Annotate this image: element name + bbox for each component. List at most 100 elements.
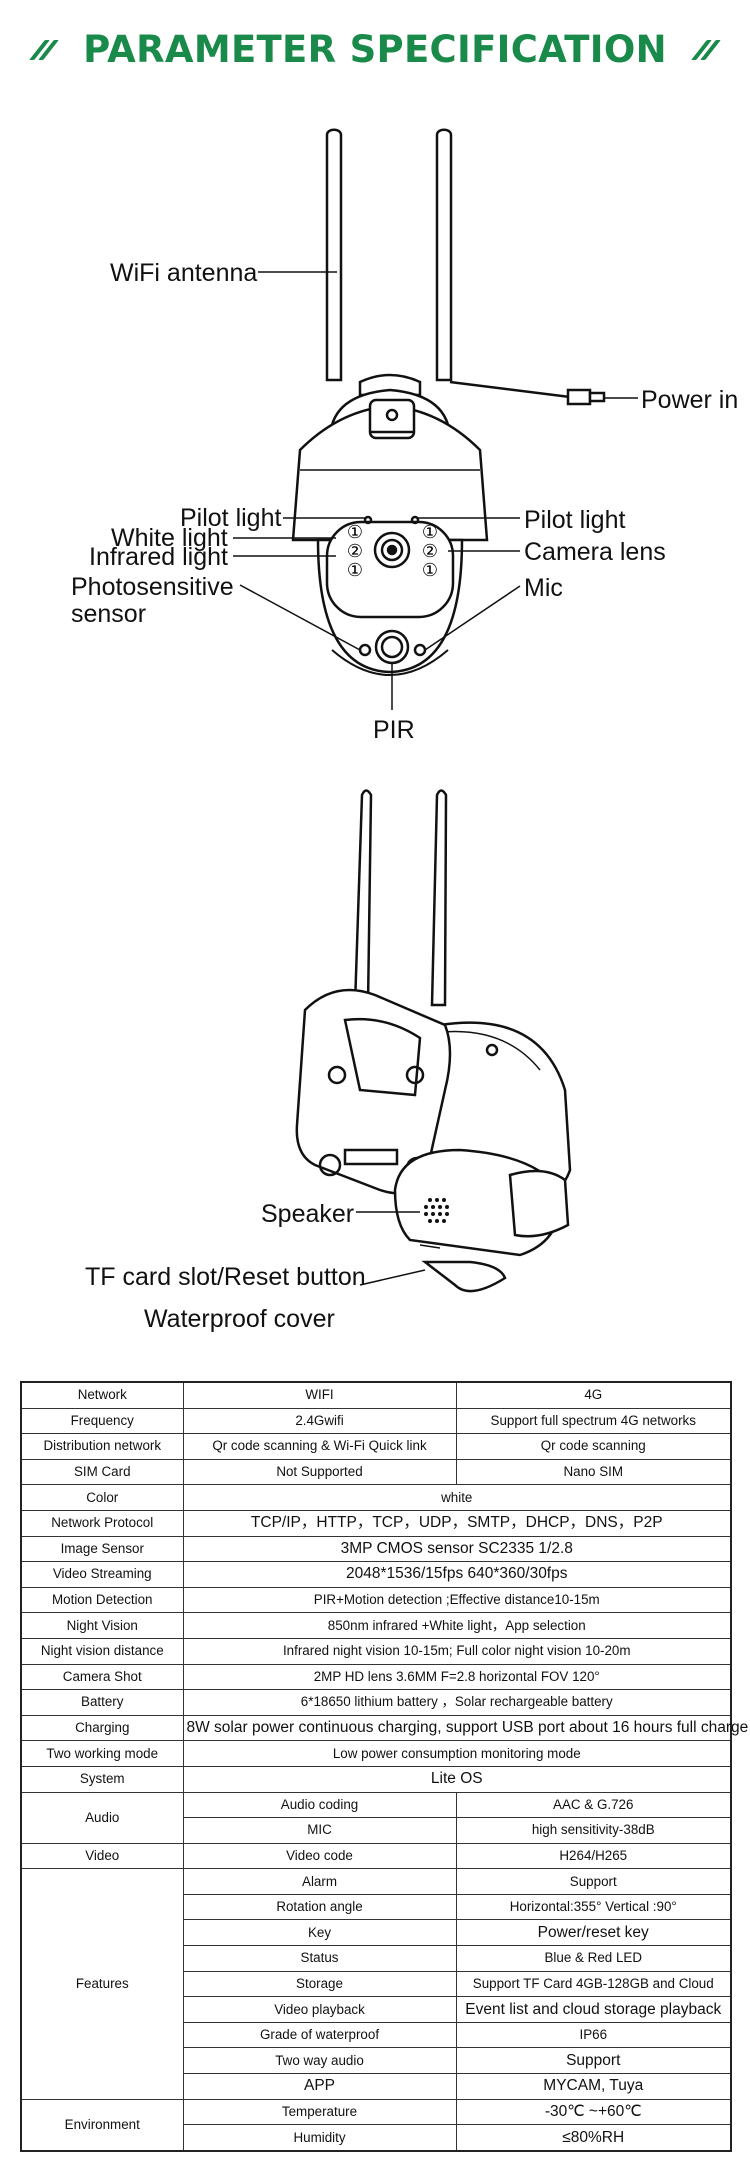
label-wifi-antenna: WiFi antenna (110, 259, 257, 287)
row-label: System (20, 1765, 184, 1793)
sub-row-name: Humidity (182, 2124, 457, 2152)
row-value-wifi: 2.4Gwifi (182, 1407, 457, 1435)
row-value: 2048*1536/15fps 640*360/30fps (182, 1561, 732, 1588)
row-label: Distribution network (20, 1433, 184, 1460)
marker-two-left: ② (347, 541, 363, 561)
row-label: Night vision distance (20, 1637, 184, 1665)
sub-row-value: Event list and cloud storage playback (455, 1996, 732, 2023)
sub-row-name: Alarm (182, 1868, 457, 1895)
double-slash-icon (691, 38, 721, 60)
row-value: 2MP HD lens 3.6MM F=2.8 horizontal FOV 1… (182, 1663, 732, 1691)
row-value-4g: Qr code scanning (455, 1433, 732, 1460)
row-value: 8W solar power continuous charging, supp… (182, 1714, 748, 1742)
label-speaker: Speaker (261, 1200, 354, 1228)
row-value: 3MP CMOS sensor SC2335 1/2.8 (182, 1535, 732, 1563)
sub-row-value: ≤80%RH (455, 2124, 732, 2152)
row-label: Video Streaming (20, 1561, 184, 1588)
label-photosensitive: Photosensitive (71, 573, 234, 601)
row-label: SIM Card (20, 1458, 184, 1486)
table-row: Humidity≤80%RH (21, 2124, 732, 2152)
label-tf-card-slot: TF card slot/Reset button (85, 1263, 366, 1291)
label-infrared-light: Infrared light (89, 543, 228, 571)
row-value: white (182, 1484, 732, 1511)
sub-row-name: Status (182, 1945, 457, 1972)
marker-one-left: ① (347, 522, 363, 542)
row-value-wifi: WIFI (182, 1381, 457, 1409)
sub-row-value: Blue & Red LED (455, 1945, 732, 1972)
title-bar: PARAMETER SPECIFICATION (0, 18, 750, 80)
row-value: Lite OS (182, 1765, 732, 1793)
sub-row-value: Power/reset key (455, 1919, 732, 1947)
rear-view-diagram: Speaker TF card slot/Reset button Waterp… (0, 770, 750, 1350)
row-value: TCP/IP，HTTP，TCP，UDP，SMTP，DHCP，DNS，P2P (182, 1509, 732, 1537)
sub-row-value: Support (455, 2047, 732, 2075)
sub-row-value: Support TF Card 4GB-128GB and Cloud (455, 1970, 732, 1998)
group-label: Video (20, 1842, 184, 1870)
front-view-diagram: ① ② ① ① ② ① WiFi antenna Power in Pilot … (0, 110, 750, 790)
sub-row-value: IP66 (455, 2021, 732, 2049)
label-camera-lens: Camera lens (524, 538, 666, 566)
label-waterproof-cover: Waterproof cover (144, 1305, 335, 1333)
row-label: Battery (20, 1689, 184, 1716)
group-label: Features (20, 1868, 184, 2100)
row-value: 850nm infrared +White light，App selectio… (182, 1612, 732, 1639)
row-label: Color (20, 1484, 184, 1511)
sub-row-value: Support (455, 1868, 732, 1895)
row-label: Image Sensor (20, 1535, 184, 1563)
row-value-4g: Support full spectrum 4G networks (455, 1407, 732, 1435)
label-photosensitive-sensor: sensor (71, 600, 146, 628)
row-label: Network (20, 1381, 184, 1409)
group-label: Audio (20, 1791, 184, 1844)
row-value: Low power consumption monitoring mode (182, 1740, 732, 1767)
row-label: Motion Detection (20, 1586, 184, 1614)
sub-row-name: Audio coding (182, 1791, 457, 1819)
sub-row-value: AAC & G.726 (455, 1791, 732, 1819)
sub-row-value: -30℃ ~+60℃ (455, 2098, 732, 2126)
sub-row-value: Horizontal:355° Vertical :90° (455, 1893, 732, 1921)
sub-row-name: Temperature (182, 2098, 457, 2126)
row-label: Camera Shot (20, 1663, 184, 1691)
marker-one-right-bottom: ① (422, 560, 438, 580)
row-value: PIR+Motion detection ;Effective distance… (182, 1586, 732, 1614)
row-label: Two working mode (20, 1740, 184, 1767)
marker-two-right: ② (422, 541, 438, 561)
sub-row-name: Storage (182, 1970, 457, 1998)
row-value-wifi: Not Supported (182, 1458, 457, 1486)
sub-row-name: Rotation angle (182, 1893, 457, 1921)
sub-row-value: high sensitivity-38dB (455, 1817, 732, 1844)
label-white-light: White light (111, 524, 228, 552)
sub-row-name: Video code (182, 1842, 457, 1870)
sub-row-name: Two way audio (182, 2047, 457, 2075)
camera-front-illustration: ① ② ① ① ② ① WiFi antenna Power in Pilot … (71, 128, 738, 744)
sub-row-value: MYCAM, Tuya (455, 2073, 732, 2100)
sub-row-name: Grade of waterproof (182, 2021, 457, 2049)
sub-row-name: APP (182, 2073, 457, 2100)
label-pilot-light-right: Pilot light (524, 506, 625, 534)
row-value: 6*18650 lithium battery ，Solar rechargea… (182, 1689, 732, 1716)
camera-rear-illustration: Speaker TF card slot/Reset button Waterp… (85, 789, 572, 1333)
double-slash-icon (29, 38, 59, 60)
sub-row-name: Video playback (182, 1996, 457, 2023)
